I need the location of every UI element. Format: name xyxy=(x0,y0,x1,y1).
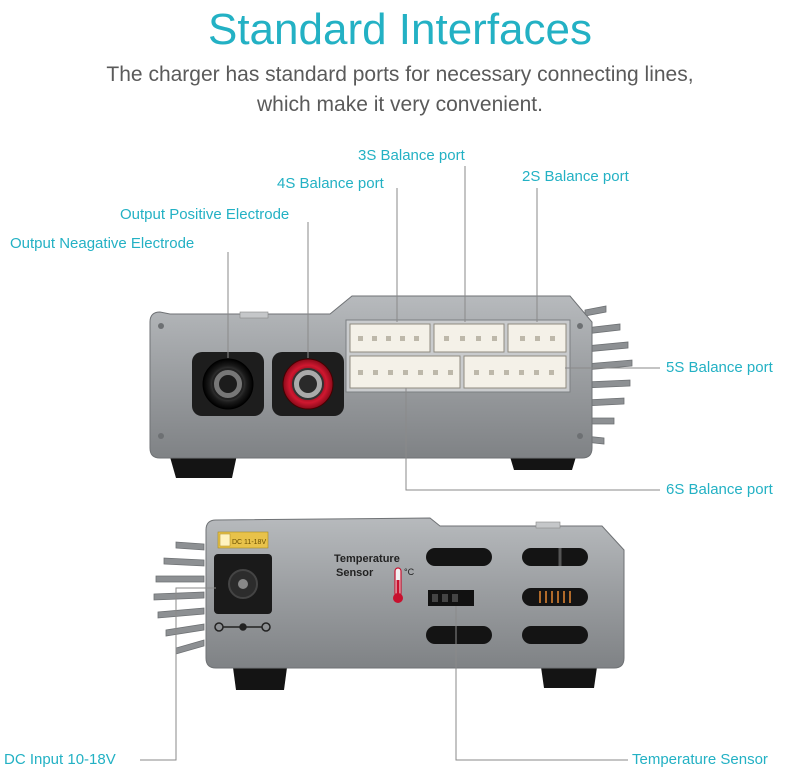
leader-dc xyxy=(140,587,216,761)
page-subtitle: The charger has standard ports for neces… xyxy=(0,60,800,120)
subtitle-line-1: The charger has standard ports for neces… xyxy=(106,63,694,86)
leader-6s xyxy=(405,388,660,491)
front-unit xyxy=(149,295,633,478)
celsius-symbol: °C xyxy=(404,567,415,577)
balance-port-3s xyxy=(433,323,505,353)
output-positive-jack xyxy=(272,352,344,416)
dc-input-jack xyxy=(214,554,272,614)
front-screws xyxy=(158,323,583,439)
label-temperature-sensor: Temperature Sensor xyxy=(632,751,768,768)
polarity-symbol xyxy=(214,622,271,632)
page-title: Standard Interfaces xyxy=(207,5,592,54)
label-output-negative: Output Neagative Electrode xyxy=(10,235,195,252)
label-5s-balance-port: 5S Balance port xyxy=(666,359,773,376)
rear-vents xyxy=(426,548,588,644)
rear-unit: DC 11-18V Temperature Sensor °C xyxy=(153,517,625,690)
label-6s-balance-port: 6S Balance port xyxy=(666,481,773,498)
rear-heatsink xyxy=(153,541,205,655)
balance-port-4s xyxy=(349,323,431,353)
inductor-coil xyxy=(539,591,571,603)
label-dc-input: DC Input 10-18V xyxy=(4,751,116,768)
leader-lines xyxy=(140,166,660,761)
rear-body xyxy=(205,517,625,669)
temperature-sensor-socket xyxy=(428,590,474,606)
output-negative-jack xyxy=(192,352,264,416)
temperature-caption-line-1: Temperature xyxy=(334,553,400,565)
balance-port-2s xyxy=(507,323,567,353)
balance-port-5s xyxy=(463,355,567,389)
dc-rating-plate xyxy=(217,531,269,549)
label-3s-balance-port: 3S Balance port xyxy=(358,147,465,164)
temperature-caption-line-2: Sensor xyxy=(336,567,374,579)
label-2s-balance-port: 2S Balance port xyxy=(522,168,629,185)
label-output-positive: Output Positive Electrode xyxy=(120,206,290,223)
balance-port-6s xyxy=(349,355,461,389)
label-4s-balance-port: 4S Balance port xyxy=(277,175,384,192)
thermometer-icon xyxy=(393,567,403,603)
subtitle-line-2: which make it very convenient. xyxy=(257,93,543,116)
leader-temp xyxy=(455,606,628,761)
dc-rating-text: DC 11-18V xyxy=(232,539,266,546)
